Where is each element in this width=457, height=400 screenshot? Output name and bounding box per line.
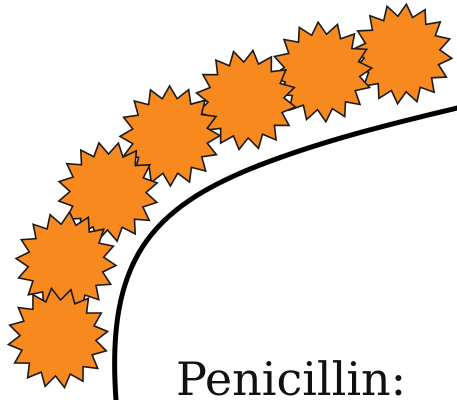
penicillin-label: Penicillin:: [176, 356, 406, 400]
orange-starburst-icon: [352, 4, 452, 104]
starburst-group: [8, 4, 451, 387]
orange-starburst-icon: [8, 288, 107, 387]
